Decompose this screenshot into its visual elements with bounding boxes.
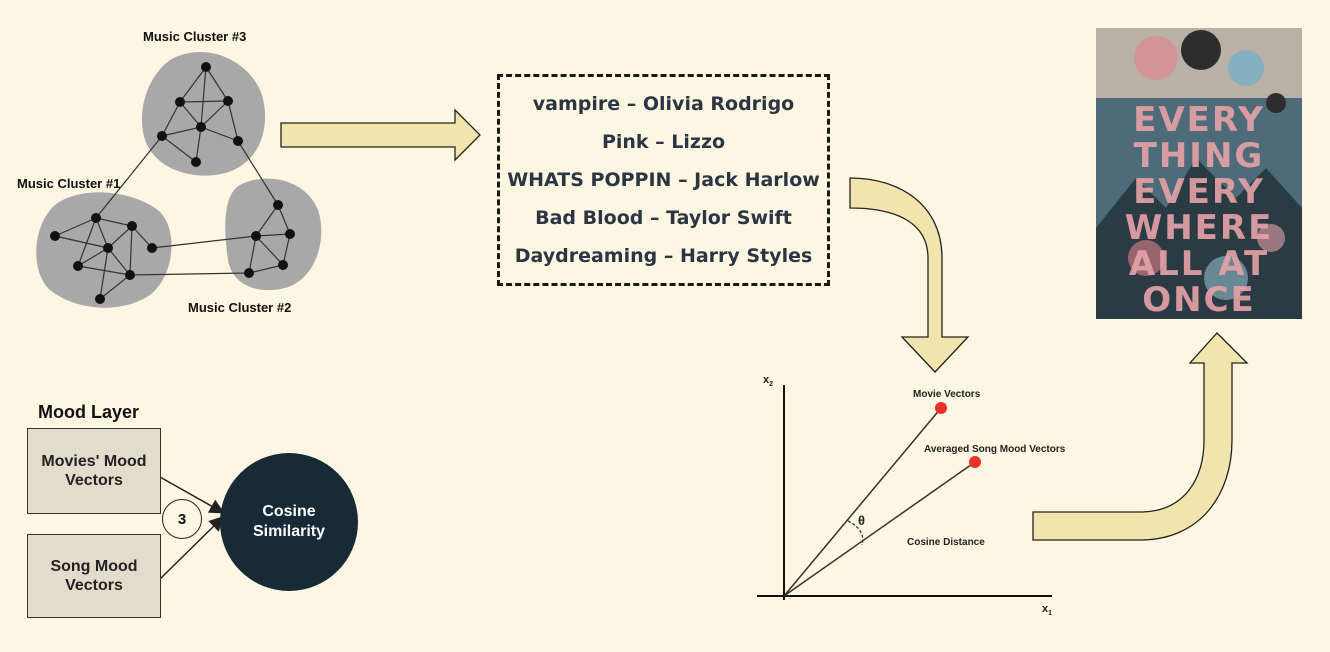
theta-label: θ [858, 513, 865, 528]
arrow-curve-up-to-poster [1032, 332, 1249, 541]
step-number-badge: 3 [162, 499, 202, 539]
arrow-curve-down-to-plot [849, 177, 970, 373]
cluster-2-label: Music Cluster #2 [188, 300, 291, 315]
song-item: vampire – Olivia Rodrigo [532, 93, 795, 115]
song-item: Daydreaming – Harry Styles [514, 245, 813, 267]
movies-to-cosine-line [159, 476, 225, 514]
song-vectors-label: Averaged Song Mood Vectors [924, 444, 1066, 455]
cluster-1-label: Music Cluster #1 [17, 176, 120, 191]
poster-title: EVERY THING EVERY WHERE ALL AT ONCE [1096, 102, 1302, 318]
poster-title-line: EVERY [1133, 172, 1265, 212]
y-axis-label: x2 [763, 374, 773, 388]
poster-title-line: ONCE [1142, 280, 1256, 319]
poster-title-line: WHERE [1124, 208, 1274, 248]
movie-poster: EVERY THING EVERY WHERE ALL AT ONCE [1096, 28, 1302, 319]
poster-title-line: ALL AT [1128, 244, 1270, 284]
poster-artwork [1096, 28, 1302, 319]
song-list-box: vampire – Olivia Rodrigo Pink – Lizzo WH… [497, 74, 830, 286]
cluster-3-label: Music Cluster #3 [143, 29, 246, 44]
song-mood-vectors-box: Song Mood Vectors [27, 534, 161, 618]
cosine-similarity-label: Cosine Similarity [252, 503, 326, 540]
arrow-right-to-songs [280, 108, 481, 162]
song-vector-point [969, 456, 981, 468]
poster-title-line: EVERY [1133, 100, 1265, 140]
song-vector-line [783, 461, 976, 597]
vector-plot: x2 x1 Movie Vectors Averaged Song Mood V… [757, 374, 1066, 617]
x-axis-label: x1 [1042, 603, 1052, 617]
song-item: Bad Blood – Taylor Swift [535, 207, 792, 229]
song-item: WHATS POPPIN – Jack Harlow [507, 169, 820, 191]
song-item: Pink – Lizzo [601, 131, 726, 153]
poster-title-line: THING [1133, 136, 1265, 176]
movie-vector-point [935, 402, 947, 414]
network-nodes [50, 62, 295, 304]
movies-mood-vectors-box: Movies' Mood Vectors [27, 428, 161, 514]
movie-vectors-label: Movie Vectors [913, 389, 981, 400]
angle-arc [847, 520, 864, 546]
songs-to-cosine-line [159, 515, 225, 580]
cosine-distance-label: Cosine Distance [907, 537, 985, 548]
mood-layer-title: Mood Layer [38, 402, 140, 422]
movie-vector-line [783, 407, 942, 597]
cosine-similarity-node: Cosine Similarity [220, 453, 358, 591]
